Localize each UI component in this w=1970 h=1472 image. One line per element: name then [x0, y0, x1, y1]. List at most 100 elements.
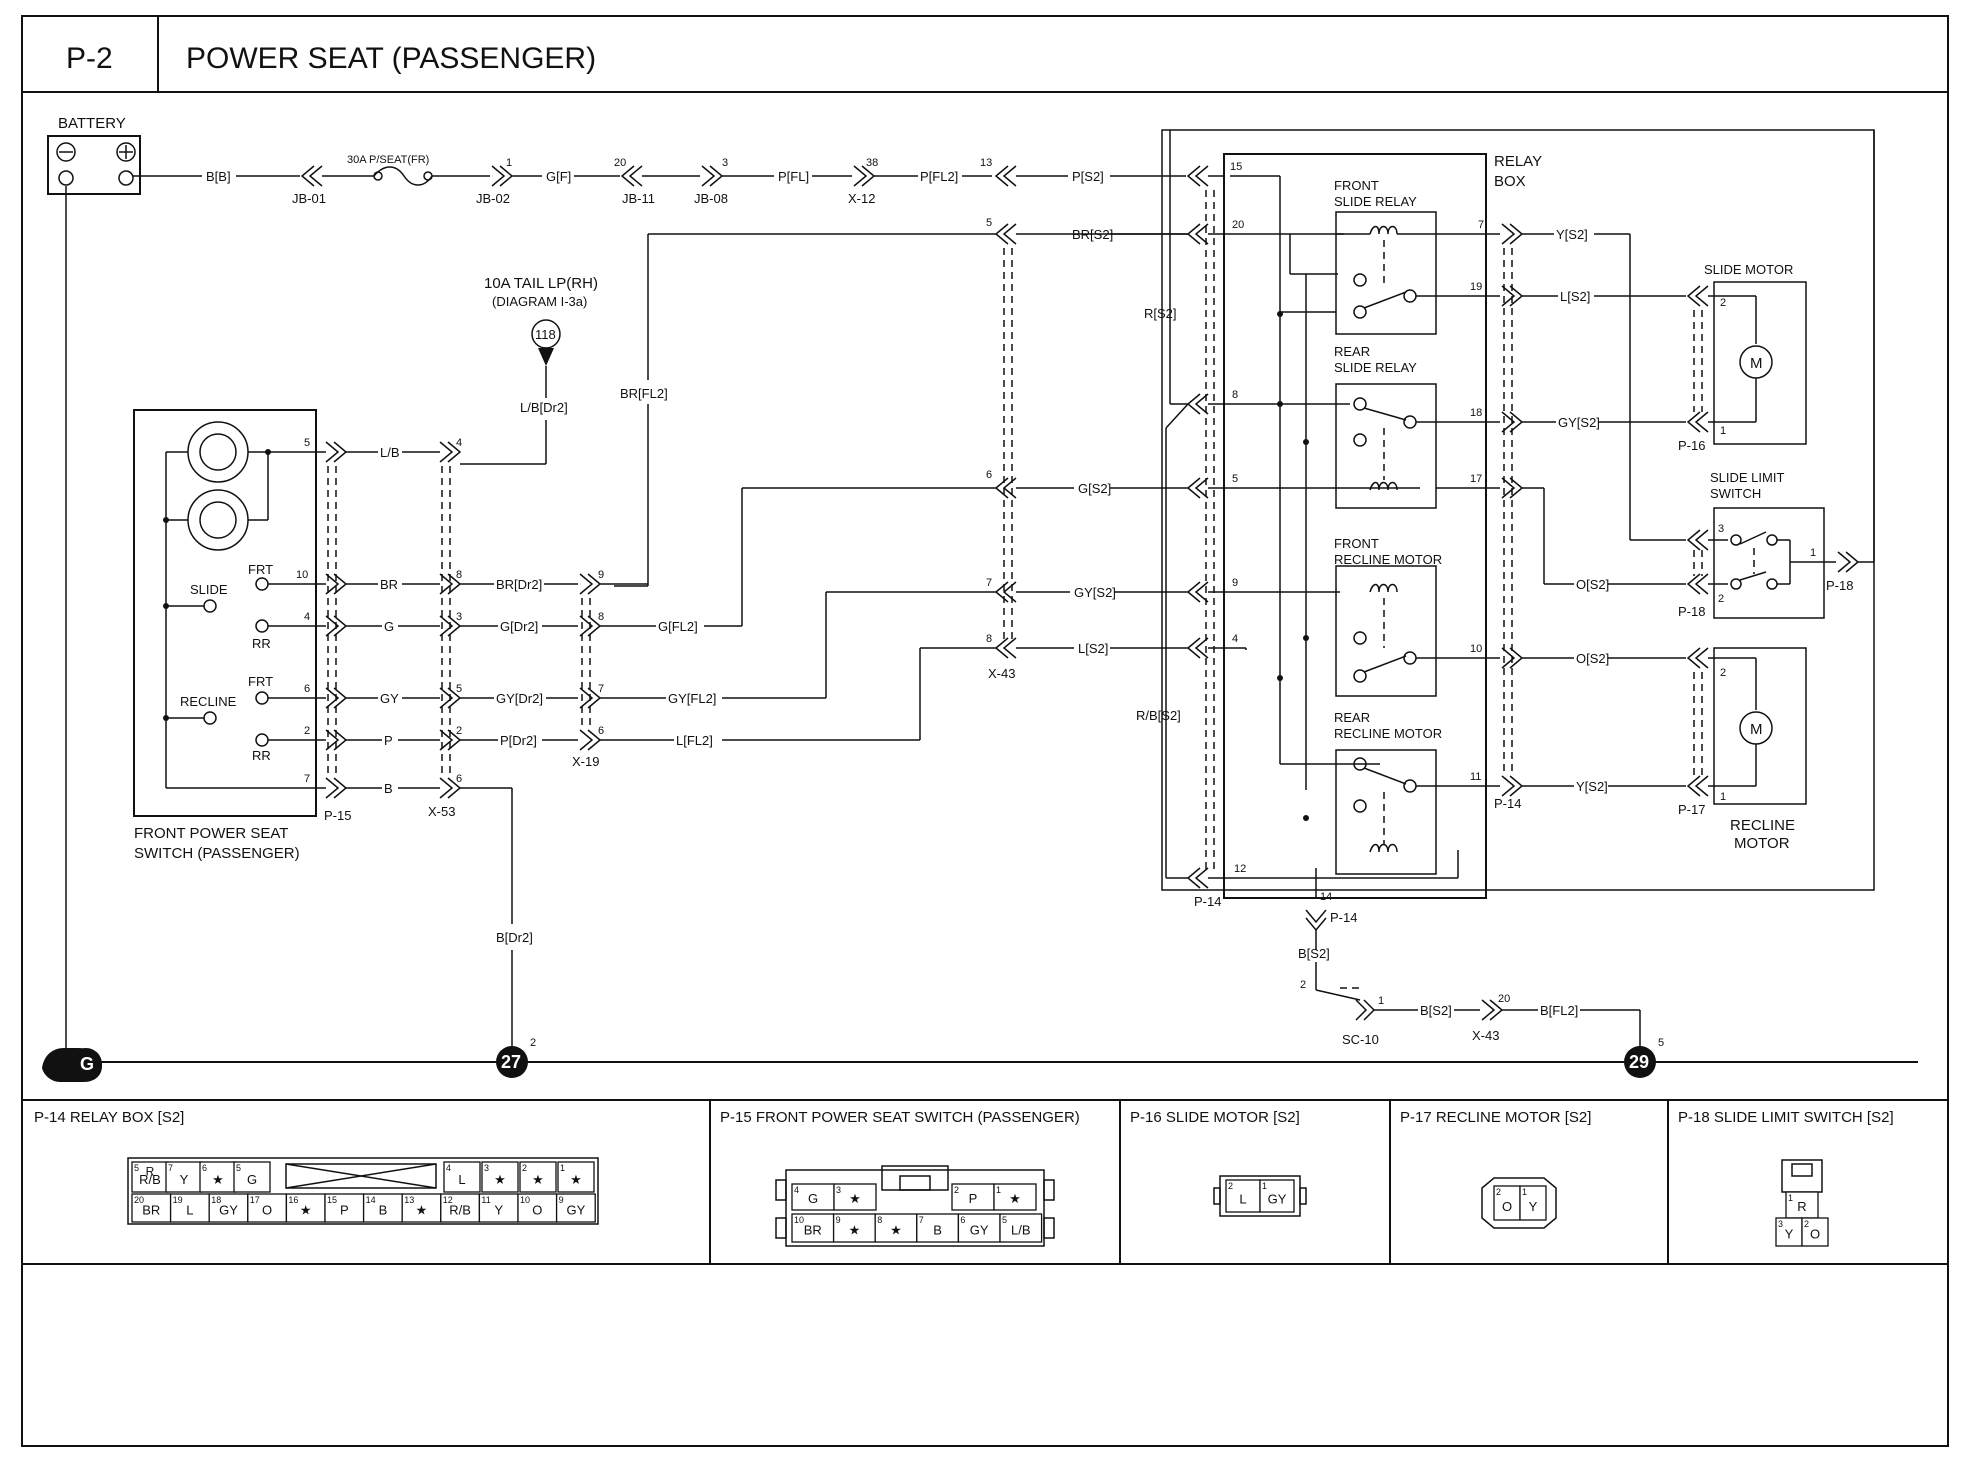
- p16-view-title: P-16 SLIDE MOTOR [S2]: [1130, 1109, 1300, 1126]
- p14-cavity-top-label: G: [247, 1172, 257, 1187]
- p15-cavity-bottom-label: GY: [970, 1223, 989, 1238]
- wire-label-b-s2: B[S2]: [1298, 946, 1330, 961]
- svg-text:4: 4: [1232, 633, 1238, 645]
- p15-cavity-bottom-pin: 8: [877, 1215, 882, 1225]
- p15-cavity-bottom-pin: 6: [960, 1215, 965, 1225]
- relay-box-label-2: BOX: [1494, 173, 1526, 190]
- p15-cavity-top-label: ★: [849, 1191, 861, 1206]
- conn-jb11: JB-11: [622, 191, 655, 206]
- p14-cavity-bottom: 10O: [517, 1193, 558, 1223]
- svg-text:11: 11: [1470, 771, 1481, 783]
- p14-cavity-top: 6★: [199, 1161, 237, 1193]
- p18-cavity-label: O: [1810, 1227, 1820, 1242]
- svg-text:14: 14: [1320, 891, 1332, 903]
- p14-cavity-bottom-label: BR: [142, 1203, 160, 1218]
- p14-cavity-bottom-label: L: [186, 1203, 193, 1218]
- p14-cavity-bottom: 9GY: [555, 1193, 596, 1223]
- svg-text:RR: RR: [252, 636, 271, 651]
- wire-label-br-fl2: BR[FL2]: [620, 386, 668, 401]
- p14-cavity-top-pin: 3: [484, 1163, 489, 1173]
- conn-p17-label: P-17: [1678, 802, 1705, 817]
- svg-text:5: 5: [1658, 1037, 1664, 1049]
- p14-cavity-top-label: R/B: [139, 1172, 161, 1187]
- p14-cavity-bottom: 19L: [169, 1193, 210, 1223]
- p15-cavity-bottom-pin: 7: [919, 1215, 924, 1225]
- p14-cavity-top-pin: 5: [236, 1163, 241, 1173]
- wire-label-b-s2-2: B[S2]: [1420, 1003, 1452, 1018]
- p14-cavity-bottom-label: ★: [416, 1203, 428, 1218]
- svg-text:7: 7: [1478, 219, 1484, 231]
- svg-text:4: 4: [456, 437, 462, 449]
- svg-text:RR: RR: [252, 748, 271, 763]
- conn-p15-label: P-15: [324, 808, 351, 823]
- svg-text:5: 5: [456, 683, 462, 695]
- svg-text:8: 8: [1232, 389, 1238, 401]
- connector-p14-left: [1186, 165, 1215, 889]
- svg-text:8: 8: [986, 633, 992, 645]
- conn-p18-label-right: P-18: [1826, 578, 1853, 593]
- front-recline-label-2: RECLINE MOTOR: [1334, 552, 1442, 567]
- conn-p18-label-left: P-18: [1678, 604, 1705, 619]
- svg-text:2: 2: [1300, 979, 1306, 991]
- p15-cavity-bottom-pin: 10: [794, 1215, 804, 1225]
- p16-cavity-pin: 1: [1262, 1181, 1267, 1191]
- p14-cavity-bottom-label: B: [379, 1203, 388, 1218]
- conn-p14-right-label: P-14: [1494, 796, 1521, 811]
- svg-text:7: 7: [304, 773, 310, 785]
- wire-label-g-f: G[F]: [546, 169, 571, 184]
- p14-cavity-bottom-pin: 19: [173, 1195, 183, 1205]
- svg-text:118: 118: [535, 327, 556, 342]
- p15-cavity-top-label: P: [969, 1191, 978, 1206]
- p15-cavity-top: 3★: [833, 1183, 877, 1211]
- p14-cavity-top-label: Y: [180, 1172, 189, 1187]
- svg-text:M: M: [1750, 355, 1763, 372]
- ground-29: 29 5: [1624, 1037, 1664, 1078]
- svg-text:20: 20: [1498, 993, 1510, 1005]
- relay-box-outline: [1161, 129, 1875, 891]
- wire-label-rb-s2: R/B[S2]: [1136, 708, 1181, 723]
- svg-text:20: 20: [1232, 219, 1244, 231]
- p15-cavity-bottom: 8★: [874, 1213, 918, 1243]
- ground-27: 27 2: [496, 1037, 536, 1078]
- svg-text:L[FL2]: L[FL2]: [676, 733, 713, 748]
- svg-text:7: 7: [598, 683, 604, 695]
- p15-cavity-top: 4G: [791, 1183, 835, 1211]
- battery-symbol: [47, 135, 141, 195]
- p18-cavity-top: 1R: [1785, 1191, 1819, 1219]
- p14-cavity-top-pin: 6: [202, 1163, 207, 1173]
- svg-text:29: 29: [1629, 1052, 1649, 1072]
- p15-cavity-top: 1★: [993, 1183, 1037, 1211]
- connector-p16: [1686, 285, 1709, 433]
- p18-cavity-top-label: R: [1797, 1199, 1806, 1214]
- svg-text:12: 12: [1234, 863, 1246, 875]
- conn-p14-ground-label: P-14: [1330, 910, 1357, 925]
- conn-p16-label: P-16: [1678, 438, 1705, 453]
- tail-lp-label-2: (DIAGRAM I-3a): [492, 294, 587, 309]
- p14-cavity-top-pin: 1: [560, 1163, 565, 1173]
- svg-text:1: 1: [1378, 995, 1384, 1007]
- wire-label-l-s2-right: L[S2]: [1560, 289, 1590, 304]
- p14-cavity-bottom: 12R/B: [440, 1193, 481, 1223]
- rear-recline-relay: [1335, 749, 1437, 875]
- svg-text:R: R: [146, 1165, 155, 1179]
- wire-label-gy-s2-right: GY[S2]: [1558, 415, 1600, 430]
- svg-text:9: 9: [598, 569, 604, 581]
- p15-cavity-bottom-label: L/B: [1011, 1223, 1031, 1238]
- svg-text:13: 13: [980, 157, 992, 169]
- recline-motor-label-1: RECLINE: [1730, 817, 1795, 834]
- svg-text:3: 3: [1718, 523, 1724, 535]
- p15-cavity-top-pin: 3: [836, 1185, 841, 1195]
- front-power-seat-switch: [133, 409, 317, 817]
- p14-cavity-bottom-pin: 15: [327, 1195, 337, 1205]
- battery-label: BATTERY: [58, 115, 126, 132]
- p14-cavity-bottom: 16★: [285, 1193, 326, 1223]
- p14-view-title: P-14 RELAY BOX [S2]: [34, 1109, 184, 1126]
- p14-cavity-top: 4L: [443, 1161, 481, 1193]
- p14-cavity-bottom-pin: 12: [443, 1195, 453, 1205]
- page-frame: [21, 15, 1949, 1447]
- p14-cavity-top: 1★: [557, 1161, 595, 1193]
- front-recline-label-1: FRONT: [1334, 536, 1379, 551]
